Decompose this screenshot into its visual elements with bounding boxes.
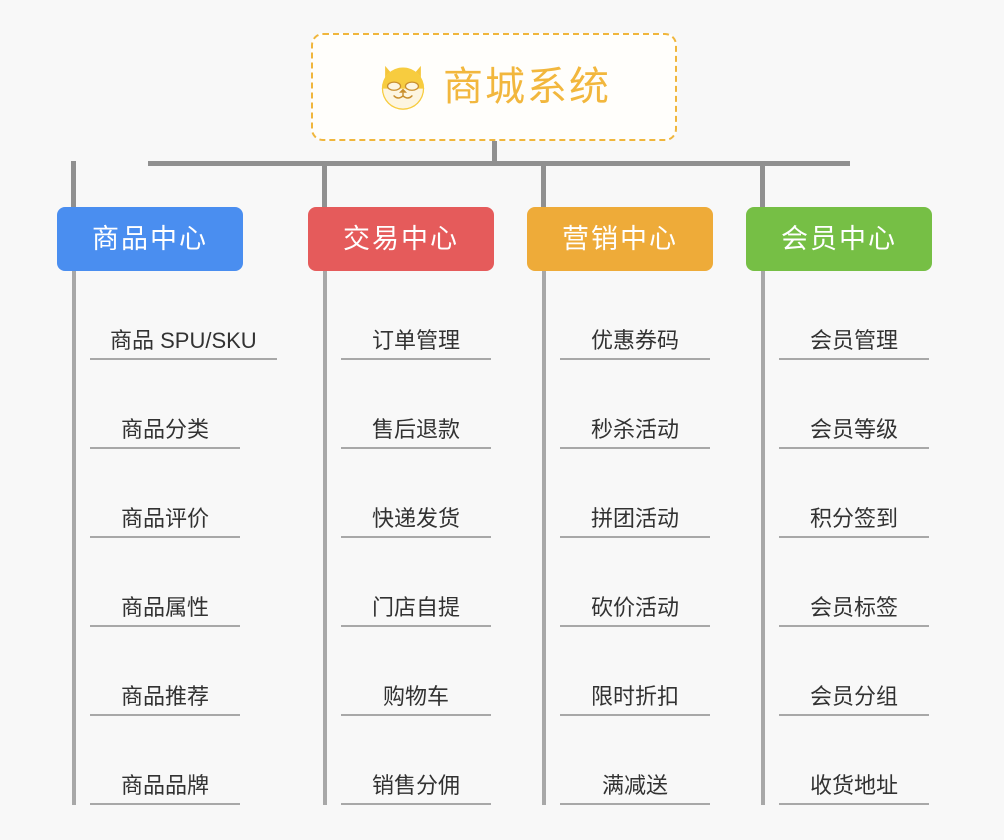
leaf-item-label: 拼团活动	[590, 505, 679, 531]
category-label: 会员中心	[781, 223, 897, 254]
leaf-item[interactable]: 门店自提	[323, 538, 491, 627]
category-box-marketing[interactable]: 营销中心	[527, 207, 713, 271]
leaf-underline: 限时折扣	[560, 683, 710, 716]
leaf-underline: 商品 SPU/SKU	[90, 327, 277, 360]
leaf-underline: 砍价活动	[560, 594, 710, 627]
category-box-trade[interactable]: 交易中心	[308, 207, 494, 271]
leaf-underline: 会员标签	[779, 594, 929, 627]
leaf-item-label: 商品 SPU/SKU	[110, 327, 257, 353]
leaf-item-label: 优惠券码	[590, 327, 679, 353]
leaf-item-label: 售后退款	[371, 416, 460, 442]
leaf-item-label: 商品分类	[120, 416, 209, 442]
leaf-item-label: 积分签到	[809, 505, 898, 531]
leaf-item-label: 门店自提	[371, 594, 460, 620]
leaf-item[interactable]: 会员分组	[761, 627, 929, 716]
leaf-underline: 会员管理	[779, 327, 929, 360]
leaf-item[interactable]: 售后退款	[323, 360, 491, 449]
leaf-underline: 收货地址	[779, 772, 929, 805]
leaf-item-label: 会员等级	[809, 416, 898, 442]
leaf-item[interactable]: 限时折扣	[542, 627, 710, 716]
leaf-underline: 门店自提	[341, 594, 491, 627]
leaf-item-label: 满减送	[601, 772, 668, 798]
branch-trunk	[761, 271, 765, 805]
branch-trunk	[72, 271, 76, 805]
leaf-underline: 销售分佣	[341, 772, 491, 805]
category-label: 营销中心	[562, 223, 678, 254]
leaf-underline: 商品评价	[90, 505, 240, 538]
leaf-item-label: 会员分组	[809, 683, 898, 709]
leaf-item-label: 销售分佣	[371, 772, 460, 798]
leaf-item[interactable]: 商品品牌	[72, 716, 240, 805]
leaf-item[interactable]: 拼团活动	[542, 449, 710, 538]
leaf-underline: 满减送	[560, 772, 710, 805]
leaf-underline: 订单管理	[341, 327, 491, 360]
leaf-item[interactable]: 积分签到	[761, 449, 929, 538]
connector-drop-2	[541, 161, 546, 209]
leaf-underline: 会员分组	[779, 683, 929, 716]
leaf-item[interactable]: 商品 SPU/SKU	[72, 271, 277, 360]
leaf-item-label: 砍价活动	[590, 594, 679, 620]
shiba-inu-icon	[381, 65, 425, 112]
leaf-item[interactable]: 满减送	[542, 716, 710, 805]
category-box-product[interactable]: 商品中心	[57, 207, 243, 271]
connector-drop-1	[322, 161, 327, 209]
connector-drop-3	[760, 161, 765, 209]
leaf-item[interactable]: 商品评价	[72, 449, 240, 538]
leaf-underline: 商品品牌	[90, 772, 240, 805]
root-title: 商城系统	[443, 65, 611, 109]
category-label: 交易中心	[343, 223, 459, 254]
root-node[interactable]: 商城系统	[311, 33, 677, 141]
leaf-underline: 秒杀活动	[560, 416, 710, 449]
leaf-item[interactable]: 会员管理	[761, 271, 929, 360]
leaf-item-label: 秒杀活动	[590, 416, 679, 442]
leaf-item[interactable]: 秒杀活动	[542, 360, 710, 449]
leaf-item[interactable]: 会员标签	[761, 538, 929, 627]
leaf-item-label: 商品品牌	[120, 772, 209, 798]
leaf-item[interactable]: 收货地址	[761, 716, 929, 805]
connector-root-stem	[492, 141, 497, 163]
leaf-underline: 优惠券码	[560, 327, 710, 360]
leaf-underline: 购物车	[341, 683, 491, 716]
connector-drop-0	[71, 161, 76, 209]
leaf-item[interactable]: 销售分佣	[323, 716, 491, 805]
leaf-item-label: 商品属性	[120, 594, 209, 620]
leaf-item-label: 会员管理	[809, 327, 898, 353]
category-label: 商品中心	[92, 223, 208, 254]
leaf-underline: 商品推荐	[90, 683, 240, 716]
leaf-item[interactable]: 订单管理	[323, 271, 491, 360]
leaf-item[interactable]: 商品属性	[72, 538, 240, 627]
leaf-item-label: 会员标签	[809, 594, 898, 620]
leaf-underline: 商品属性	[90, 594, 240, 627]
leaf-item-label: 收货地址	[809, 772, 898, 798]
leaf-item[interactable]: 商品推荐	[72, 627, 240, 716]
connector-horizontal-bar	[148, 161, 850, 166]
leaf-underline: 会员等级	[779, 416, 929, 449]
branch-trunk	[542, 271, 546, 805]
branch-trunk	[323, 271, 327, 805]
leaf-item[interactable]: 砍价活动	[542, 538, 710, 627]
leaf-underline: 拼团活动	[560, 505, 710, 538]
leaf-item[interactable]: 优惠券码	[542, 271, 710, 360]
leaf-item-label: 订单管理	[371, 327, 460, 353]
leaf-item-label: 快递发货	[371, 505, 460, 531]
leaf-underline: 售后退款	[341, 416, 491, 449]
leaf-underline: 商品分类	[90, 416, 240, 449]
leaf-item[interactable]: 商品分类	[72, 360, 240, 449]
leaf-item-label: 购物车	[382, 683, 449, 709]
category-box-member[interactable]: 会员中心	[746, 207, 932, 271]
leaf-underline: 快递发货	[341, 505, 491, 538]
leaf-item[interactable]: 快递发货	[323, 449, 491, 538]
leaf-item-label: 商品推荐	[120, 683, 209, 709]
leaf-underline: 积分签到	[779, 505, 929, 538]
leaf-item[interactable]: 购物车	[323, 627, 491, 716]
leaf-item-label: 商品评价	[120, 505, 209, 531]
leaf-item-label: 限时折扣	[590, 683, 679, 709]
leaf-item[interactable]: 会员等级	[761, 360, 929, 449]
